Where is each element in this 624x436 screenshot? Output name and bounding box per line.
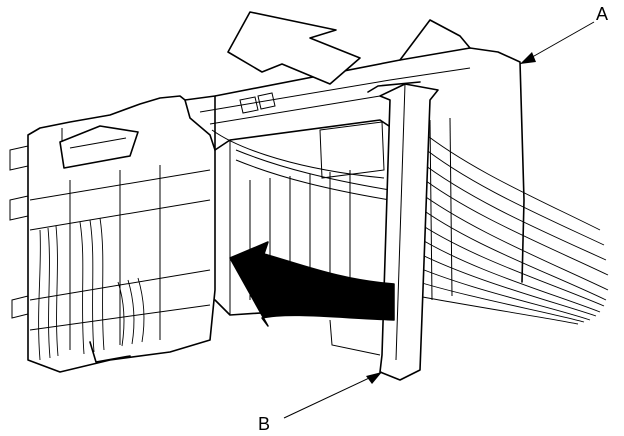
- left-wire-bundle: [38, 217, 145, 361]
- pull-arrow: [227, 11, 361, 85]
- callout-a-label: A: [596, 4, 608, 24]
- connector-housing: [9, 19, 525, 373]
- right-wire-bundle: [411, 117, 609, 325]
- callout-a: A: [519, 4, 608, 65]
- callout-b: B: [258, 371, 383, 434]
- callout-b-label: B: [258, 414, 270, 434]
- rotation-arrow: [229, 241, 395, 327]
